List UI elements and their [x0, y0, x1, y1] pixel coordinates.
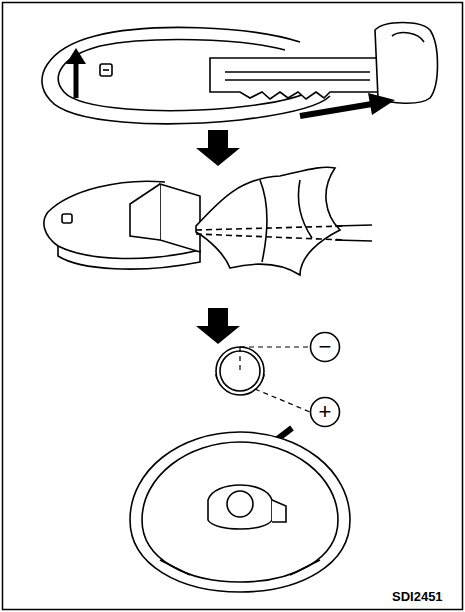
coin-battery [216, 347, 264, 395]
polarity-circle: + [309, 396, 341, 428]
polarity-sign: − [309, 331, 341, 363]
figure-code: SDI2451 [392, 589, 443, 604]
polarity-sign: + [309, 396, 341, 428]
step-arrow [196, 308, 240, 344]
polarity-circle: − [309, 331, 341, 363]
case-half [130, 432, 350, 592]
leader-line [240, 347, 310, 412]
pull-arrow [300, 104, 372, 116]
opened-case [44, 181, 200, 269]
pull-arrowhead [368, 93, 395, 115]
frame [3, 3, 463, 610]
screwdriver [196, 225, 372, 241]
cloth [196, 167, 340, 275]
mechanical-key [210, 23, 438, 104]
slide-arrow [74, 62, 79, 98]
slide-arrowhead [66, 48, 86, 64]
step-arrow [196, 130, 240, 166]
